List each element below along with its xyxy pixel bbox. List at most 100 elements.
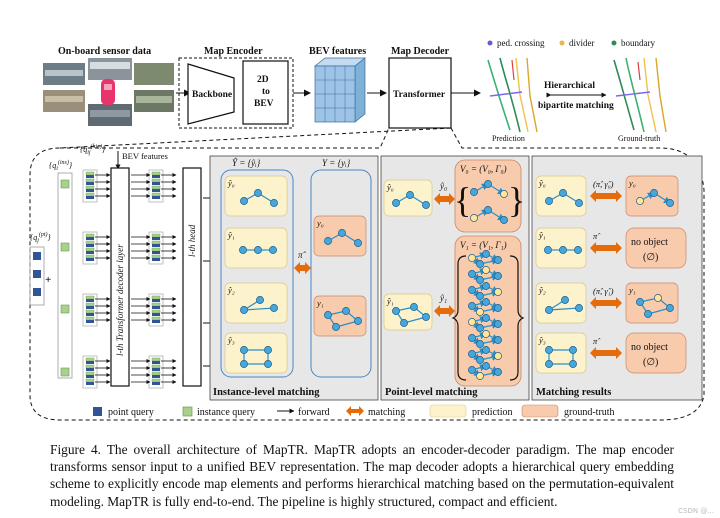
hier-query-point-part <box>86 244 94 247</box>
graph-node <box>476 308 484 316</box>
graph-node <box>400 319 408 327</box>
hier-query-instance-part <box>85 171 95 176</box>
point-arrow-label-0: ŷ₀ <box>439 181 447 191</box>
hier-query-point-part <box>86 382 94 385</box>
bottom-legend: point query instance query forward match… <box>93 404 615 418</box>
hierarchical-query-stacks <box>82 169 111 389</box>
graph-node <box>270 304 278 312</box>
graph-node <box>666 199 674 207</box>
instance-level-title: Instance-level matching <box>213 387 320 398</box>
bev-feature-cube <box>314 57 366 123</box>
point-query-column <box>33 252 41 296</box>
decoder-output-point-part <box>152 175 160 178</box>
graph-node <box>482 330 490 338</box>
decoder-output-point-part <box>152 237 160 240</box>
graph-node <box>354 239 362 247</box>
decoder-detail-outline <box>29 127 705 421</box>
graph-node <box>470 214 478 222</box>
graph-node <box>476 324 484 332</box>
gt-set-outline <box>310 169 372 378</box>
card-label: ŷ₁ <box>227 230 235 240</box>
to-bev-box <box>242 60 289 125</box>
graph-node <box>569 360 577 368</box>
legend-matching: matching <box>368 407 405 418</box>
graph-node <box>482 362 490 370</box>
ground-truth-map <box>613 57 667 133</box>
decoder-output-instance-part <box>151 178 161 183</box>
graph-node <box>354 317 362 325</box>
hier-query-instance-part <box>85 185 95 190</box>
decoder-output-point-part <box>152 306 160 309</box>
hier-query-instance-part <box>85 247 95 252</box>
result-matching-arrow <box>590 190 622 202</box>
point-query-square <box>33 270 41 278</box>
graph-node <box>468 302 476 310</box>
graph-node <box>476 260 484 268</box>
decoder-output-point-part <box>152 299 160 302</box>
card-label: ŷ₁ <box>538 230 546 240</box>
map-decoder-label: Map Decoder <box>391 46 450 57</box>
query-stack-outline <box>82 231 98 265</box>
graph-node <box>482 266 490 274</box>
legend-ground-truth: ground-truth <box>564 407 615 418</box>
graph-node <box>392 199 400 207</box>
decoder-output-point-part <box>152 182 160 185</box>
instance-query-square <box>60 242 70 252</box>
graph-node <box>324 237 332 245</box>
graph-node <box>270 199 278 207</box>
instance-prediction-card: ŷ₁ <box>224 227 288 269</box>
card-label: ŷ₀ <box>227 178 235 188</box>
card-bg <box>383 293 433 331</box>
result-arrow-label: (π̂, γ̂₁) <box>593 286 614 296</box>
graph-node <box>545 360 553 368</box>
decoder-output-instance-part <box>151 171 161 176</box>
decoder-output-point-part <box>152 189 160 192</box>
decoder-output-point-part <box>152 251 160 254</box>
graph-node <box>476 276 484 284</box>
decoder-output-instance-part <box>151 247 161 252</box>
instance-query-column <box>60 179 70 377</box>
decoder-output-instance-part <box>151 364 161 369</box>
graph-node <box>545 306 553 314</box>
graph-node <box>636 197 644 205</box>
pred-set-outline <box>220 169 294 378</box>
instance-pi-hat: π̂ <box>298 250 307 260</box>
result-prediction-card: ŷ₂ <box>535 282 587 324</box>
card-bg <box>313 295 367 337</box>
decoder-output-instance-part <box>151 233 161 238</box>
prediction-head <box>182 167 202 387</box>
graph-node <box>494 272 502 280</box>
card-label: y₁ <box>316 298 324 308</box>
graph-node <box>476 340 484 348</box>
graph-node <box>569 346 577 354</box>
figure-caption: Figure 4. The overall architecture of Ma… <box>50 442 674 509</box>
point-query-square <box>33 252 41 260</box>
decoder-output-instance-part <box>151 371 161 376</box>
hier-query-instance-part <box>85 295 95 300</box>
instance-prediction-card: ŷ₂ <box>224 282 288 324</box>
legend-prediction: prediction <box>472 407 513 418</box>
graph-node <box>500 190 508 198</box>
graph-node <box>482 314 490 322</box>
graph-node <box>468 350 476 358</box>
empty-set-label: (∅) <box>643 357 658 368</box>
hierarchical-query-label: {qij(hie)} <box>80 143 106 156</box>
v1-label: V₁ = (V₁, Γ₁) <box>460 240 507 250</box>
hier-query-point-part <box>86 175 94 178</box>
map-encoder-box <box>178 57 294 129</box>
prediction-map <box>487 57 538 133</box>
graph-node <box>254 189 262 197</box>
decoder-bev-features-label: BEV features <box>122 151 168 161</box>
hier-query-point-part <box>86 182 94 185</box>
legend-instance-query: instance query <box>197 407 255 418</box>
card-label: y₀ <box>628 178 636 188</box>
point-level-title: Point-level matching <box>385 387 478 398</box>
decoder-output-stacks <box>131 169 177 389</box>
point-query-label: {qj(pt)} <box>30 231 52 244</box>
hier-query-instance-part <box>85 309 95 314</box>
bev-features-label: BEV features <box>309 46 366 57</box>
instance-query-group <box>57 172 73 379</box>
